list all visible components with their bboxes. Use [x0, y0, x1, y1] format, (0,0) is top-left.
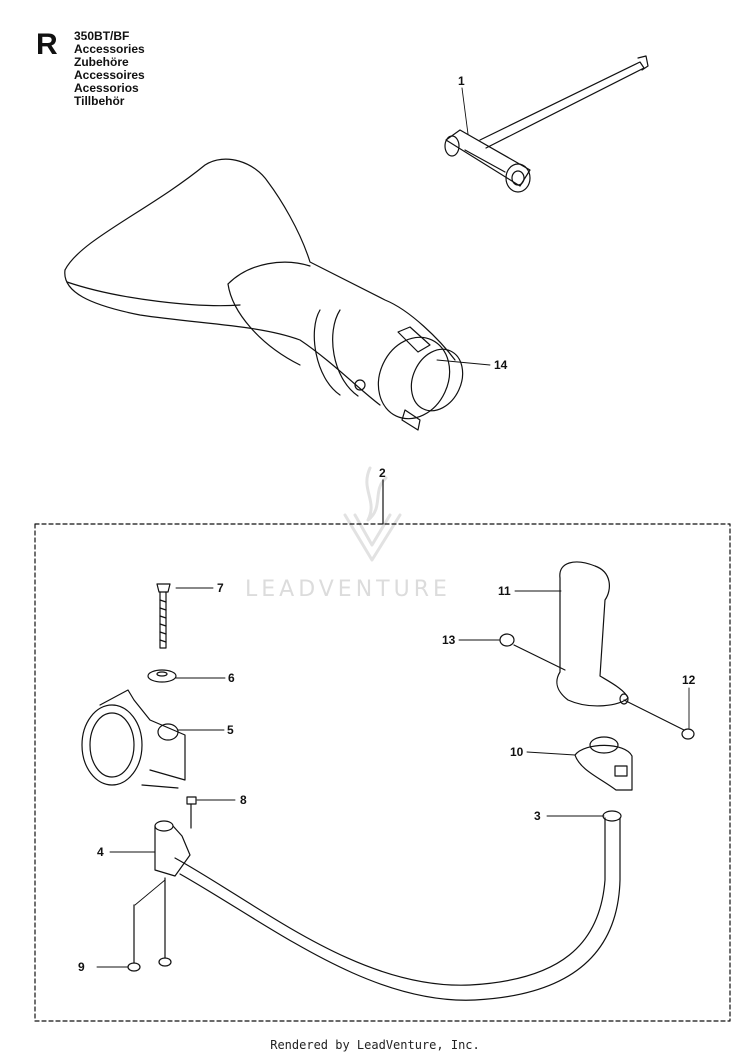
callout-12: 12 [682, 673, 696, 687]
header-titles: 350BT/BF Accessories Zubehöre Accessoire… [74, 30, 145, 108]
watermark-text: LEADVENTURE [245, 577, 451, 602]
title-de: Zubehöre [74, 55, 129, 69]
callout-13: 13 [442, 633, 456, 647]
callout-10: 10 [510, 745, 524, 759]
callout-2: 2 [379, 466, 386, 480]
callout-3: 3 [534, 809, 541, 823]
callout-1: 1 [458, 74, 465, 88]
part-6-washer [147, 669, 177, 683]
part-12-screw [623, 699, 695, 740]
callout-6: 6 [228, 671, 235, 685]
callout-7: 7 [217, 581, 224, 595]
part-1-t-wrench [444, 55, 649, 193]
part-11-grip [556, 561, 629, 707]
title-sv: Tillbehör [74, 94, 125, 108]
part-8-screw [186, 796, 197, 829]
callout-5: 5 [227, 723, 234, 737]
part-5-clamp [81, 689, 186, 789]
model-name: 350BT/BF [74, 29, 130, 43]
watermark-logo [343, 466, 402, 562]
title-en: Accessories [74, 42, 145, 56]
title-es: Acessorios [74, 81, 139, 95]
callout-8: 8 [240, 793, 247, 807]
part-3-loop-bar [174, 810, 622, 1001]
part-7-bolt [156, 583, 171, 649]
section-letter: R [36, 28, 58, 61]
part-4-bracket [154, 820, 191, 877]
part-14-nozzle [64, 158, 464, 431]
footer-credit: Rendered by LeadVenture, Inc. [270, 1038, 480, 1052]
callout-14: 14 [494, 358, 508, 372]
callout-11: 11 [498, 584, 511, 598]
leader-lines [96, 87, 690, 968]
part-9-nuts [127, 877, 172, 972]
callout-9: 9 [78, 960, 85, 974]
callout-4: 4 [97, 845, 104, 859]
part-10-clamp [574, 736, 633, 791]
part-13-nut [499, 633, 566, 671]
title-fr: Accessoires [74, 68, 145, 82]
